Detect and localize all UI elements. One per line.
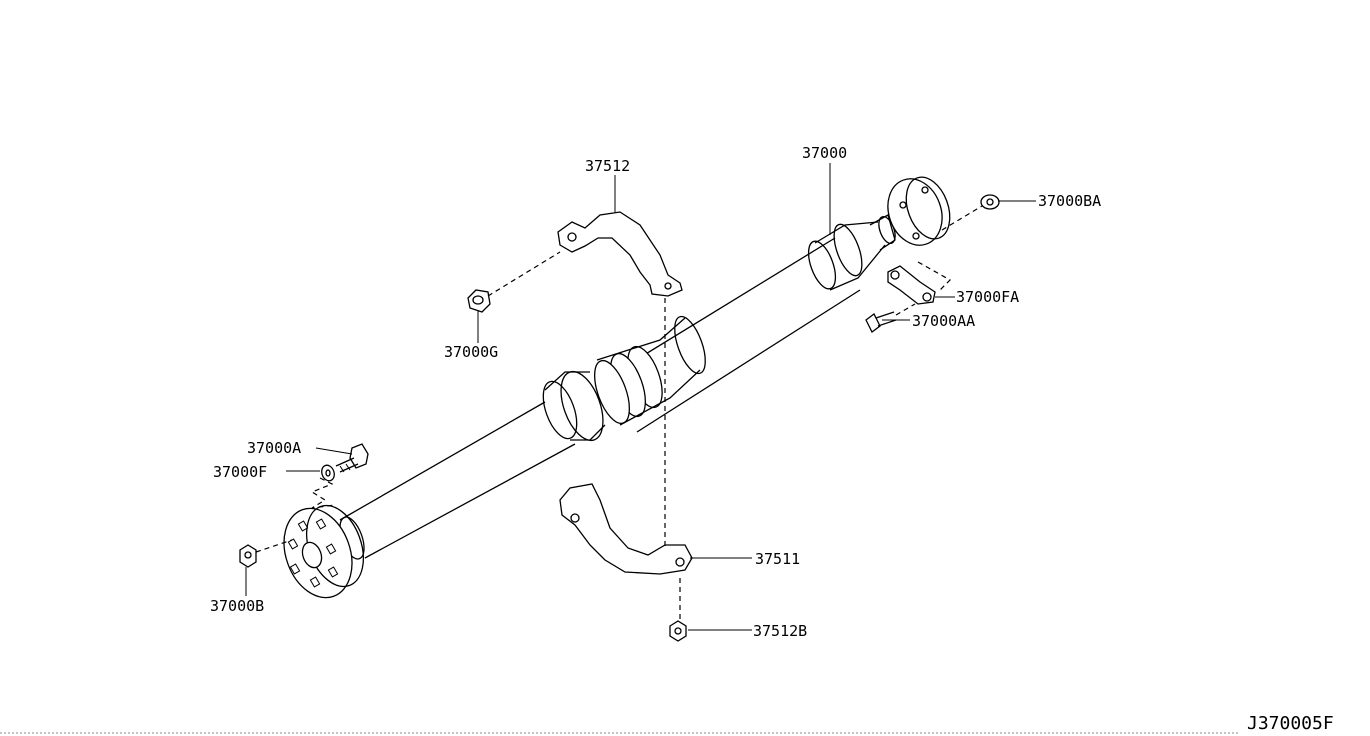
label-37000: 37000 <box>802 144 847 162</box>
clip-37000G <box>467 289 491 313</box>
lower-bracket-37511 <box>559 483 693 575</box>
bolt-37000A <box>335 443 369 473</box>
label-37000B: 37000B <box>210 597 264 615</box>
label-37512: 37512 <box>585 157 630 175</box>
label-37000BA: 37000BA <box>1038 192 1101 210</box>
label-37000G: 37000G <box>444 343 498 361</box>
label-37000AA: 37000AA <box>912 312 975 330</box>
washer-plate-37000FA <box>887 265 936 305</box>
label-37512B: 37512B <box>753 622 807 640</box>
propeller-shaft-assembly <box>283 176 951 599</box>
nut-37000B <box>239 544 257 568</box>
label-37000FA: 37000FA <box>956 288 1019 306</box>
nut-37512B <box>669 620 687 642</box>
assembly-lines <box>255 205 983 622</box>
label-37000A: 37000A <box>247 439 301 457</box>
diagram-code: J370005F <box>1247 713 1334 734</box>
label-37511: 37511 <box>755 550 800 568</box>
leader-lines <box>245 163 1036 631</box>
nut-37000BA <box>980 194 1000 210</box>
bolt-37000AA <box>865 311 897 333</box>
label-37000F: 37000F <box>213 463 267 481</box>
part-labels: 37000 37512 37000BA 37000FA 37000AA 3700… <box>210 144 1101 640</box>
upper-bracket-37512 <box>557 211 683 297</box>
washer-37000F <box>321 464 335 482</box>
